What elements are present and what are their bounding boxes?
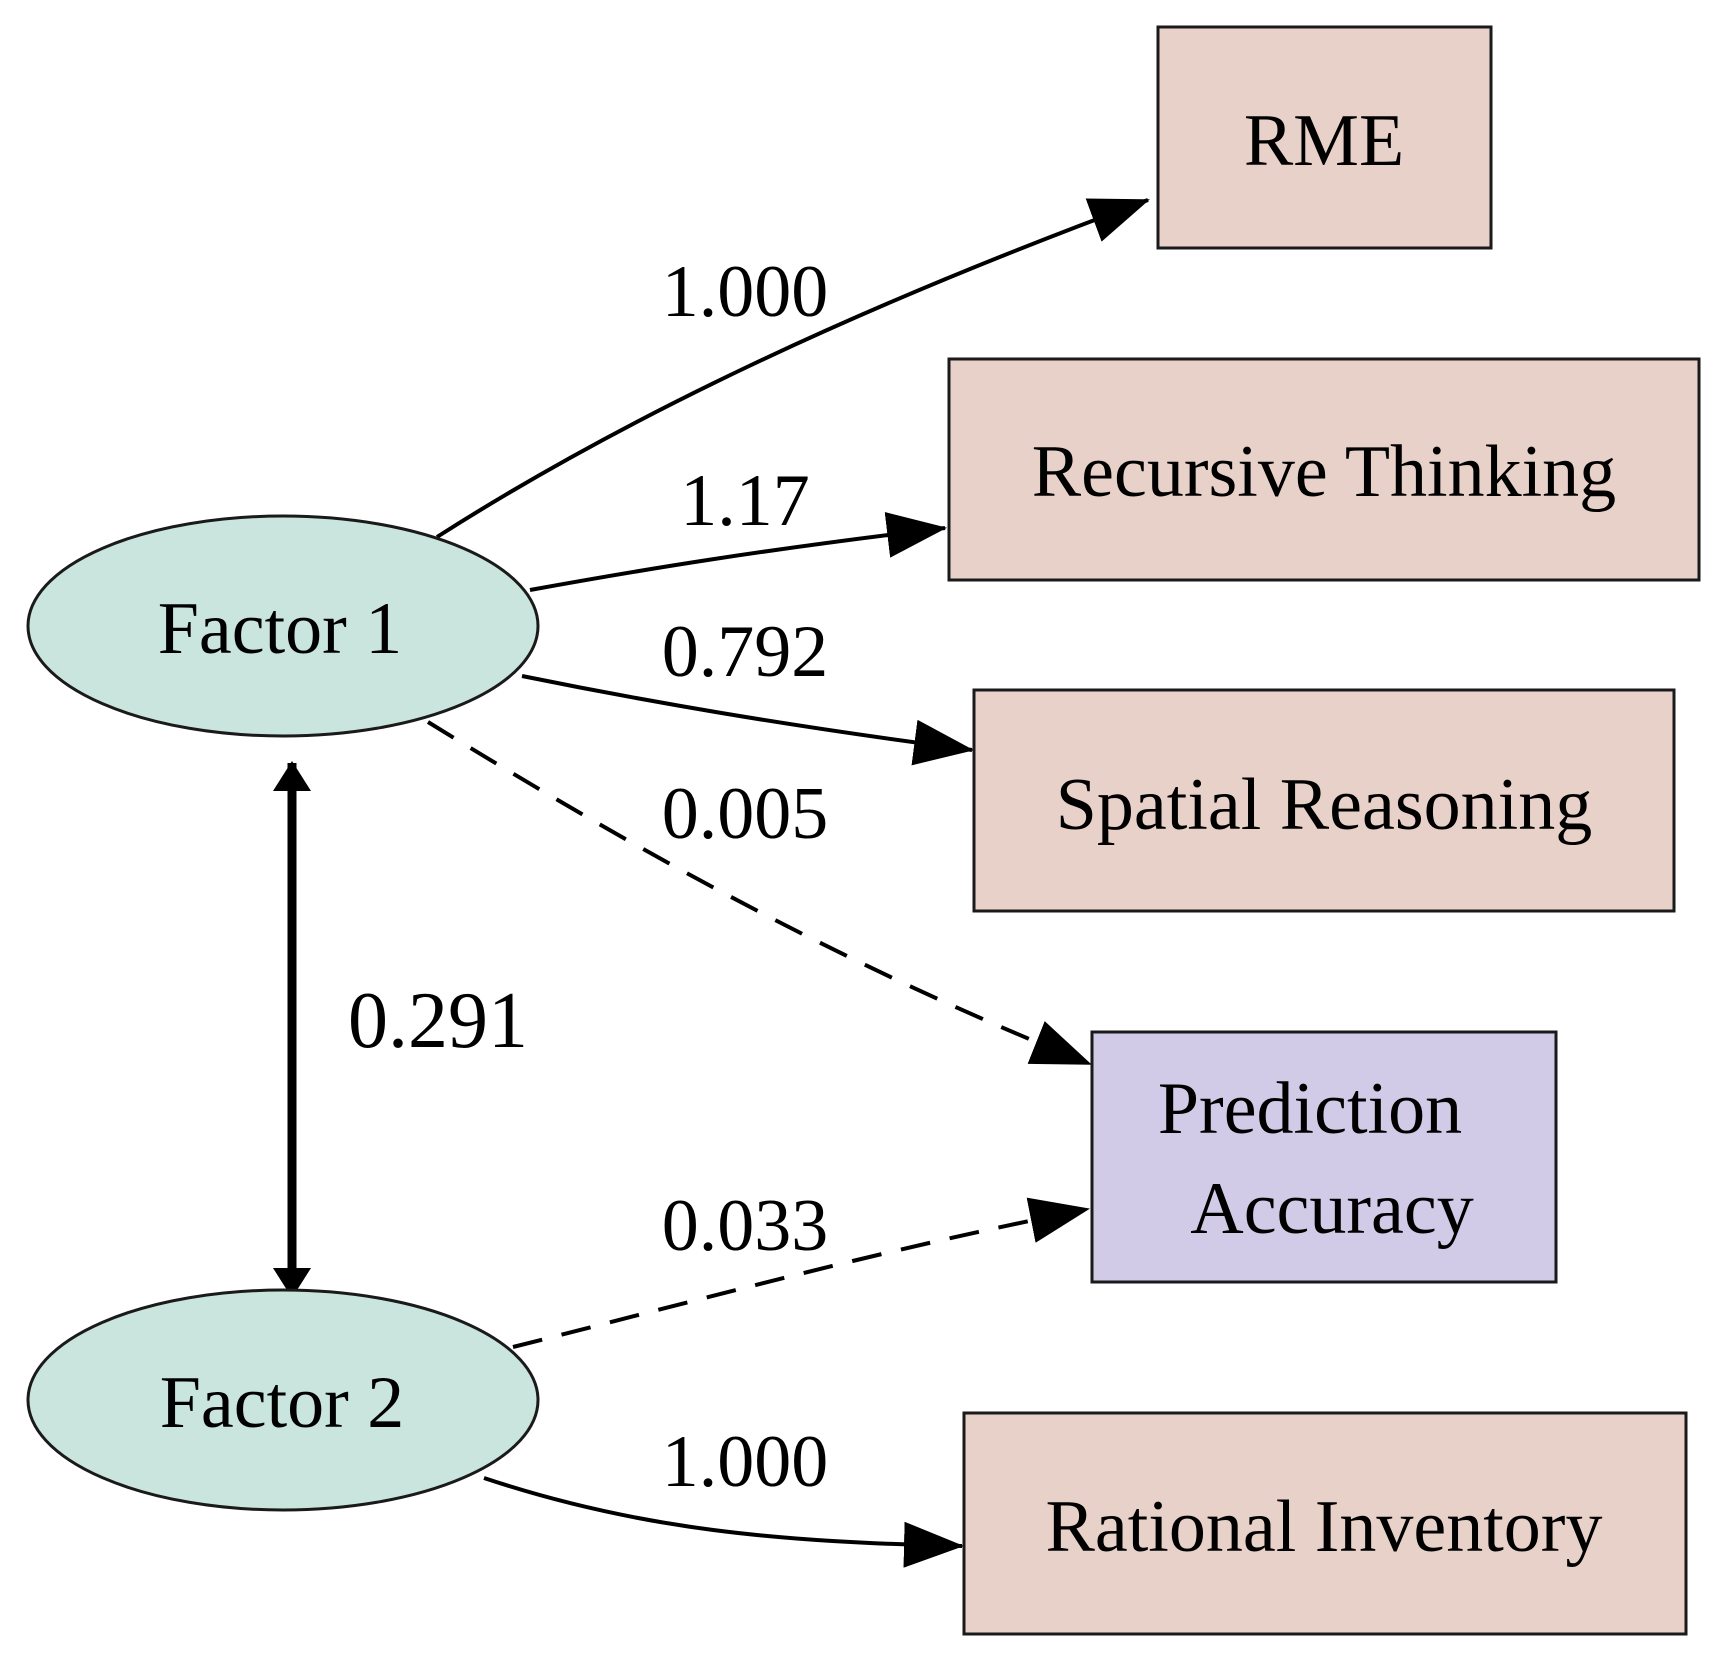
spatial-reasoning-box bbox=[972, 688, 1676, 913]
node-factor-2: Factor 2 bbox=[26, 1288, 540, 1512]
prediction-accuracy-label-line1: Prediction bbox=[1158, 1068, 1462, 1150]
rational-inventory-box bbox=[962, 1411, 1688, 1636]
edge-label-factor1-recursive-thinking: 1.17 bbox=[680, 460, 810, 542]
edge-factor2-rational-inventory bbox=[483, 1476, 964, 1568]
prediction-accuracy-label-line2: Accuracy bbox=[1190, 1168, 1473, 1250]
edge-factor1-spatial-reasoning bbox=[521, 674, 974, 766]
factor-1-ellipse bbox=[26, 514, 540, 738]
node-prediction-accuracy: Prediction Accuracy bbox=[1090, 1030, 1558, 1284]
factor-2-ellipse bbox=[26, 1288, 540, 1512]
factor-1-label: Factor 1 bbox=[158, 588, 403, 670]
edge-label-factor2-prediction-accuracy: 0.033 bbox=[662, 1185, 829, 1267]
node-recursive-thinking: Recursive Thinking bbox=[947, 357, 1701, 582]
node-factor-1: Factor 1 bbox=[26, 514, 540, 738]
edge-label-covariance: 0.291 bbox=[348, 977, 528, 1065]
rational-inventory-label: Rational Inventory bbox=[1046, 1486, 1603, 1568]
node-spatial-reasoning: Spatial Reasoning bbox=[972, 688, 1676, 913]
edge-factor2-prediction-accuracy bbox=[512, 1197, 1090, 1349]
factor-2-label: Factor 2 bbox=[160, 1362, 405, 1444]
edge-label-factor1-spatial-reasoning: 0.792 bbox=[662, 611, 829, 693]
recursive-thinking-label: Recursive Thinking bbox=[1032, 431, 1616, 513]
rme-box bbox=[1156, 25, 1493, 250]
recursive-thinking-box bbox=[947, 357, 1701, 582]
edge-factor1-prediction-accuracy bbox=[426, 720, 1092, 1066]
edge-factor1-recursive-thinking bbox=[529, 512, 947, 592]
edge-label-factor2-rational-inventory: 1.000 bbox=[662, 1421, 829, 1503]
node-rme: RME bbox=[1156, 25, 1493, 250]
prediction-accuracy-box bbox=[1090, 1030, 1558, 1284]
edge-label-factor1-prediction-accuracy: 0.005 bbox=[662, 773, 829, 855]
spatial-reasoning-label: Spatial Reasoning bbox=[1056, 764, 1592, 846]
edge-factor1-rme bbox=[435, 198, 1150, 539]
rme-label: RME bbox=[1244, 100, 1404, 182]
node-rational-inventory: Rational Inventory bbox=[962, 1411, 1688, 1636]
edge-label-factor1-rme: 1.000 bbox=[662, 251, 829, 333]
